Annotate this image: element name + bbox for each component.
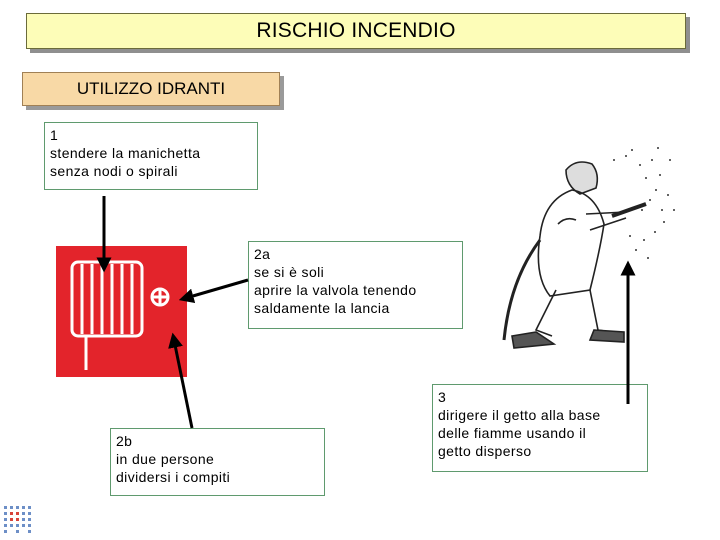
step-2b-note: 2b in due persone dividersi i compiti	[110, 428, 325, 496]
step-2b-text-line-2: dividersi i compiti	[116, 469, 231, 485]
step-1-number: 1	[50, 127, 59, 143]
step-2a-note: 2a se si è soli aprire la valvola tenend…	[248, 241, 463, 329]
page-title: RISCHIO INCENDIO	[26, 13, 686, 49]
step-2a-text-line-2: aprire la valvola tenendo	[254, 282, 417, 298]
water-spray	[613, 147, 675, 259]
firefighter-illustration	[502, 161, 647, 349]
step-3-note: 3 dirigere il getto alla base delle fiam…	[432, 384, 648, 472]
hydrant-hose-reel-icon	[56, 246, 187, 377]
step-2b-number: 2b	[116, 433, 133, 449]
arrow-step-2a	[178, 278, 249, 304]
step-3-text-line-3: getto disperso	[438, 443, 532, 459]
section-title: UTILIZZO IDRANTI	[22, 72, 280, 106]
step-2a-text-line-1: se si è soli	[254, 264, 325, 280]
arrow-step-2b	[168, 332, 194, 429]
step-3-text-line-1: dirigere il getto alla base	[438, 407, 601, 423]
step-1-note: 1 stendere la manichetta senza nodi o sp…	[44, 122, 258, 190]
step-1-text-line-1: stendere la manichetta	[50, 145, 201, 161]
step-2b-text-line-1: in due persone	[116, 451, 215, 467]
grid-logo-icon	[2, 502, 36, 536]
step-3-text-line-2: delle fiamme usando il	[438, 425, 587, 441]
step-3-number: 3	[438, 389, 447, 405]
step-2a-text-line-3: saldamente la lancia	[254, 300, 390, 316]
step-2a-number: 2a	[254, 246, 271, 262]
step-1-text-line-2: senza nodi o spirali	[50, 163, 178, 179]
